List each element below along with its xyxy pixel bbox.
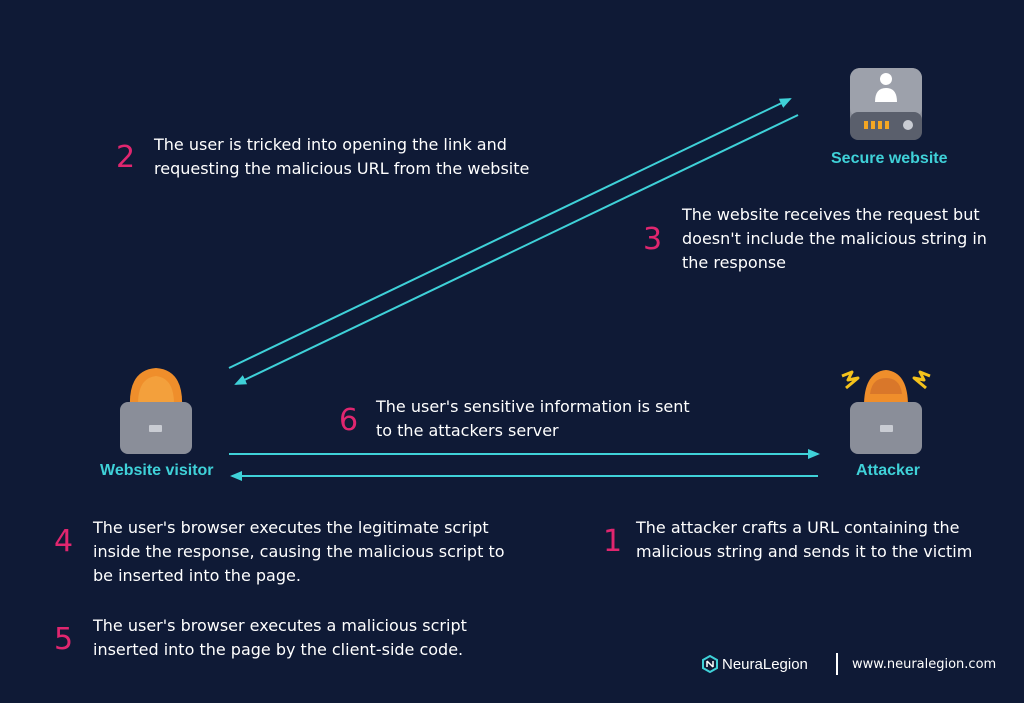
attacker-icon [841, 370, 931, 454]
step-3-text: The website receives the request but doe… [682, 205, 987, 272]
footer-brand: NeuraLegion [722, 656, 808, 673]
step-2-number: 2 [116, 140, 136, 175]
step-1-text: The attacker crafts a URL containing the… [636, 518, 973, 561]
step-3-number: 3 [643, 222, 663, 257]
step-6-text: The user's sensitive information is sent… [376, 397, 690, 440]
arrow-website-to-visitor [234, 114, 799, 385]
node-label-secure-website: Secure website [831, 150, 948, 167]
neuralegion-logo-icon [702, 655, 718, 673]
arrow-visitor-to-website [228, 98, 792, 369]
footer-divider [836, 653, 838, 675]
step-5-number: 5 [54, 622, 74, 657]
footer-url: www.neuralegion.com [852, 657, 997, 672]
step-4-number: 4 [54, 524, 74, 559]
server-icon [850, 68, 922, 140]
step-1-number: 1 [603, 524, 623, 559]
step-2-text: The user is tricked into opening the lin… [154, 135, 530, 178]
step-5-text: The user's browser executes a malicious … [93, 616, 467, 659]
visitor-icon [120, 368, 192, 454]
step-6-number: 6 [339, 403, 359, 438]
node-label-attacker: Attacker [856, 462, 921, 479]
node-label-website-visitor: Website visitor [100, 462, 214, 479]
step-4-text: The user's browser executes the legitima… [93, 518, 505, 585]
